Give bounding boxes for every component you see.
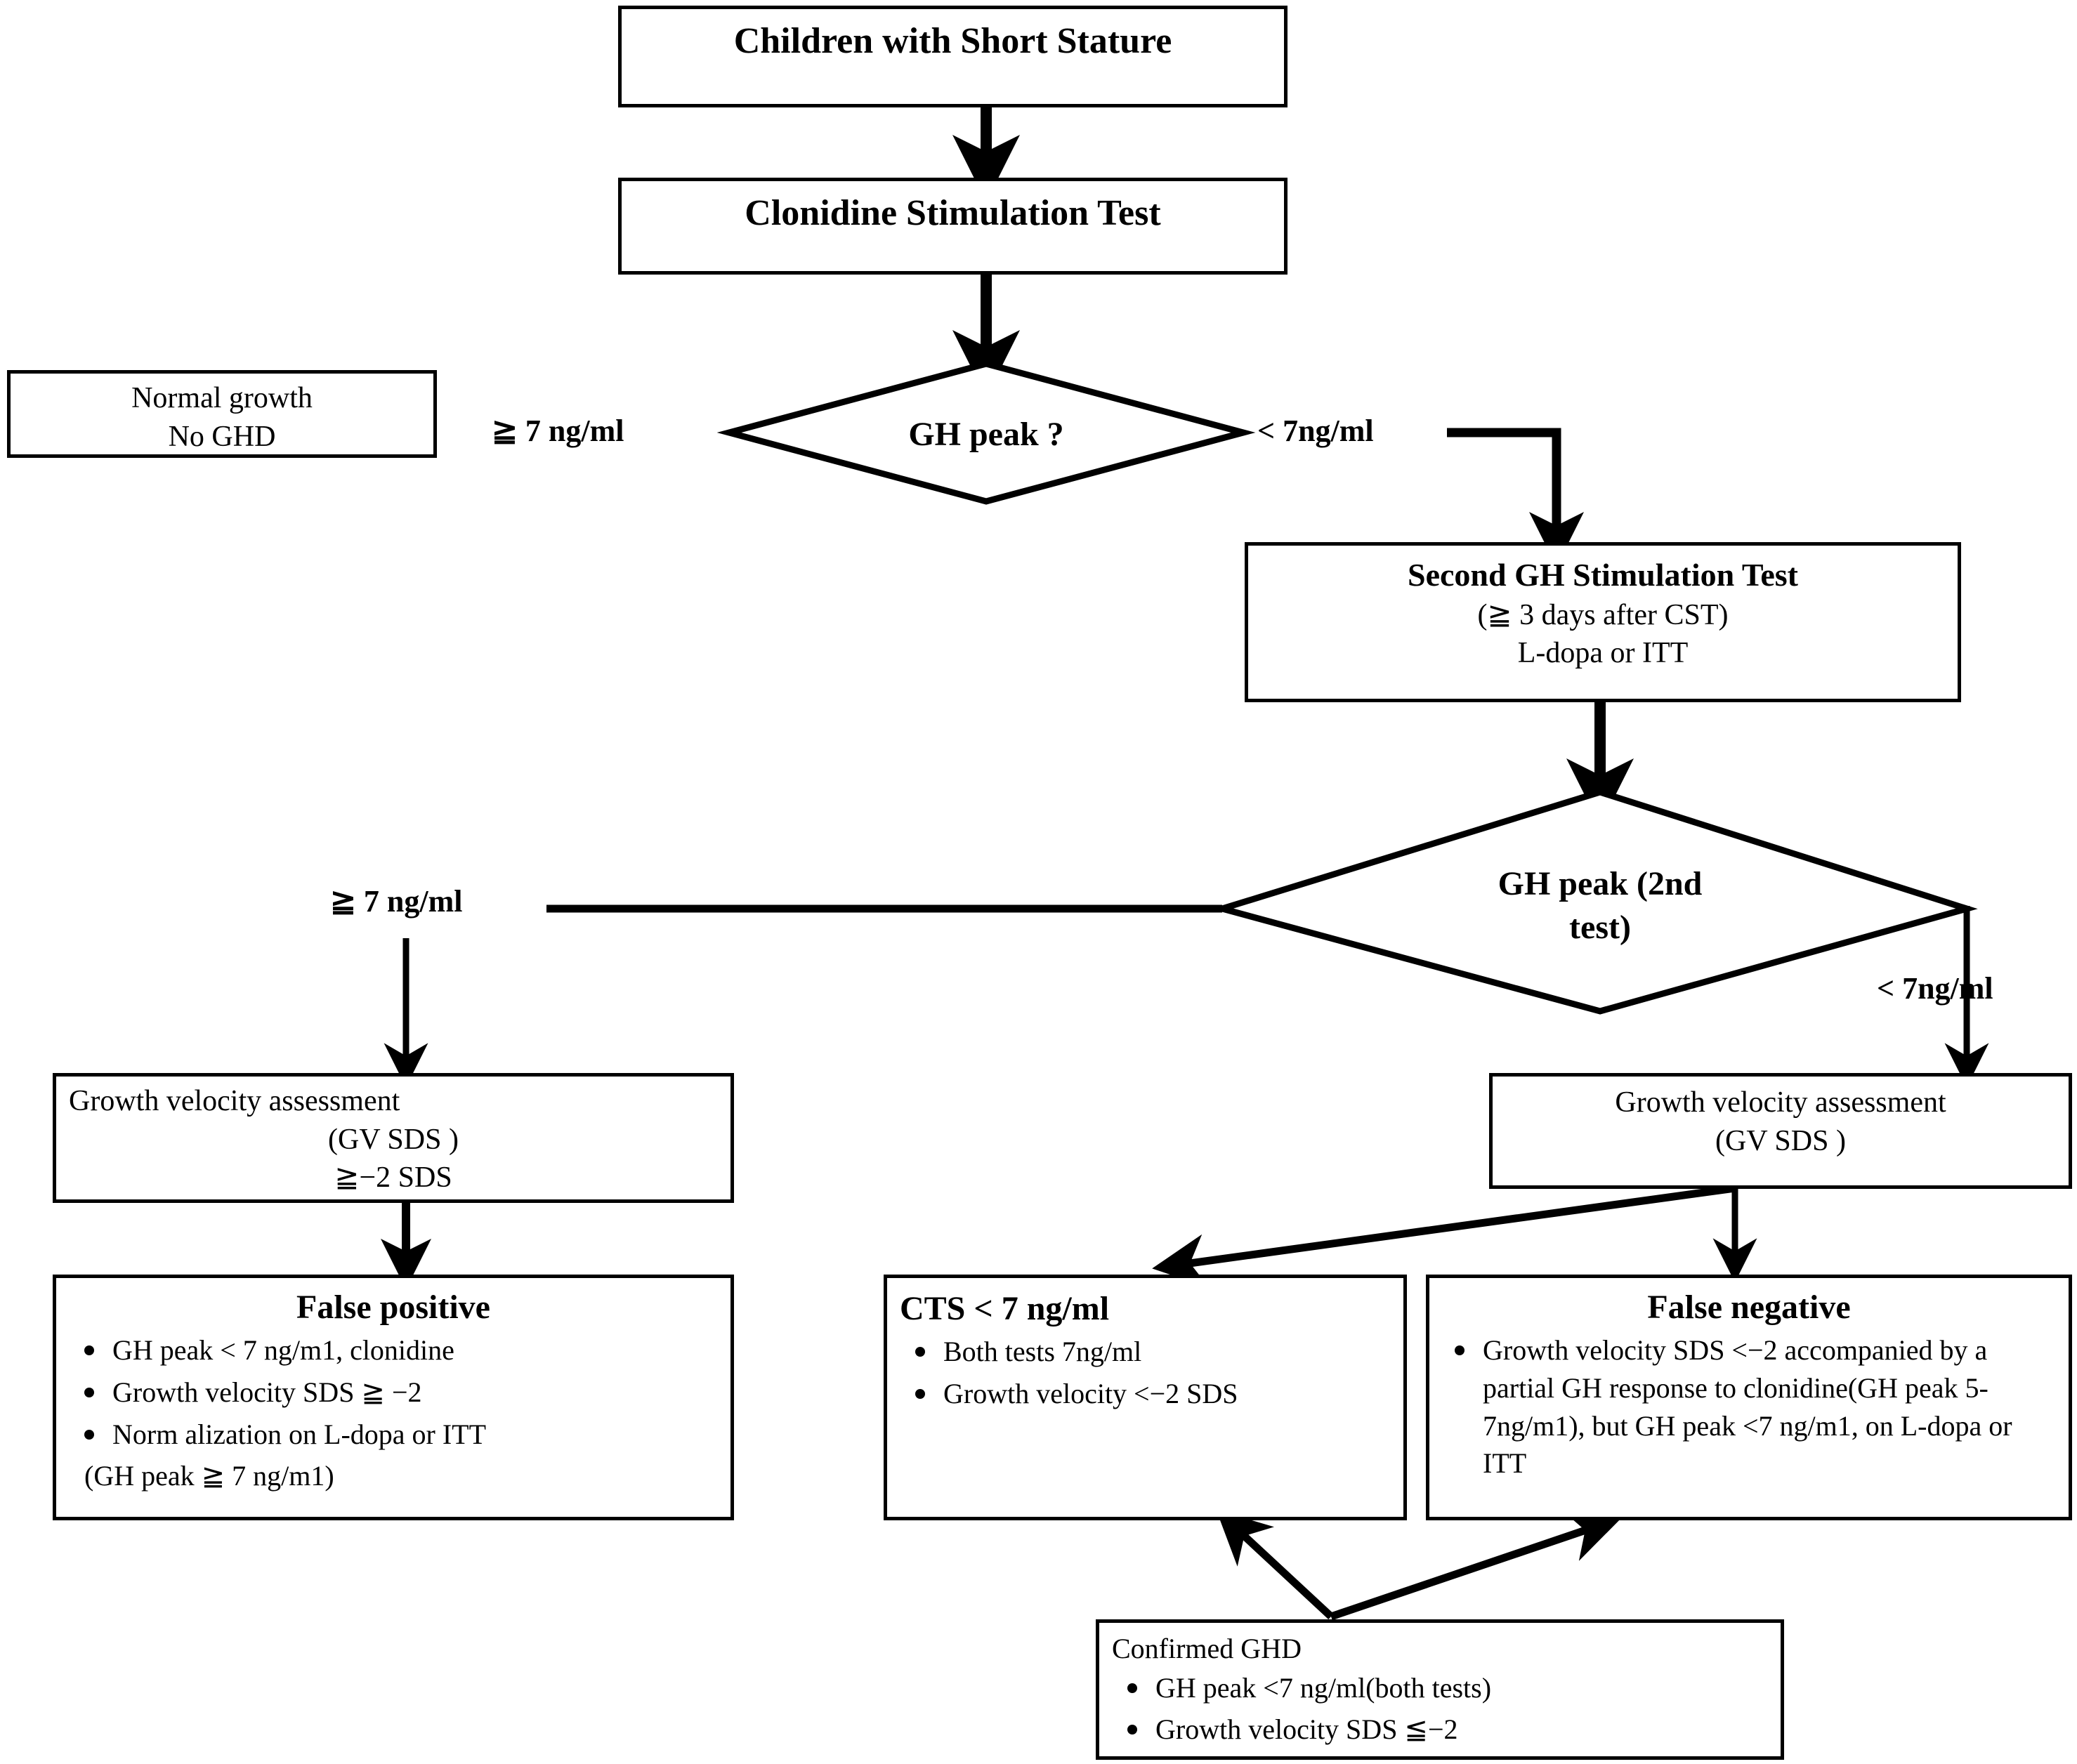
gv-right-line1: Growth velocity assessment bbox=[1615, 1086, 1946, 1119]
normal-growth-line1: Normal growth bbox=[131, 382, 313, 414]
gh-peak-2nd-line1: GH peak (2nd bbox=[1498, 865, 1703, 902]
edge-label-ghpeak-ge: ≧ 7 ng/ml bbox=[492, 414, 624, 448]
false-positive-extra-line: (GH peak ≧ 7 ng/m1) bbox=[84, 1460, 334, 1492]
node-cts[interactable]: CTS < 7 ng/ml Both tests 7ng/ml Growth v… bbox=[884, 1275, 1407, 1520]
node-normal-growth[interactable]: Normal growth No GHD bbox=[7, 370, 437, 458]
node-clonidine-test[interactable]: Clonidine Stimulation Test bbox=[618, 178, 1288, 275]
gh-peak-decision-label: GH peak ? bbox=[908, 416, 1064, 453]
node-false-negative[interactable]: False negative Growth velocity SDS <−2 a… bbox=[1426, 1275, 2072, 1520]
false-positive-bullets: GH peak < 7 ng/m1, clonidine Growth velo… bbox=[69, 1331, 718, 1453]
second-test-line1: Second GH Stimulation Test bbox=[1408, 557, 1798, 593]
false-negative-title: False negative bbox=[1647, 1289, 1851, 1326]
clonidine-test-label: Clonidine Stimulation Test bbox=[745, 193, 1161, 233]
arrow-gvright-to-cts bbox=[1152, 1184, 1736, 1289]
confirmed-ghd-title: Confirmed GHD bbox=[1112, 1633, 1302, 1664]
gv-left-line3: ≧−2 SDS bbox=[334, 1161, 452, 1194]
gh-peak-2nd-decision-label: GH peak (2nd test) bbox=[1460, 862, 1741, 950]
false-positive-title: False positive bbox=[296, 1289, 490, 1326]
list-item: GH peak < 7 ng/m1, clonidine bbox=[84, 1331, 718, 1369]
edge-label-ghpeak2-ge: ≧ 7 ng/ml bbox=[330, 884, 463, 919]
node-gv-assessment-right[interactable]: Growth velocity assessment (GV SDS ) bbox=[1489, 1073, 2072, 1189]
confirmed-ghd-bullets: GH peak <7 ng/ml(both tests) Growth velo… bbox=[1112, 1669, 1768, 1749]
cts-bullets: Both tests 7ng/ml Growth velocity <−2 SD… bbox=[900, 1333, 1391, 1412]
node-children-short-stature[interactable]: Children with Short Stature bbox=[618, 6, 1288, 107]
node-second-gh-test[interactable]: Second GH Stimulation Test (≧ 3 days aft… bbox=[1245, 542, 1961, 702]
second-test-line2: (≧ 3 days after CST) bbox=[1477, 598, 1729, 631]
list-item: Norm alization on L-dopa or ITT bbox=[84, 1416, 718, 1454]
edge-label-ghpeak-lt: < 7ng/ml bbox=[1257, 414, 1374, 448]
list-item: Growth velocity SDS <−2 accompanied by a… bbox=[1455, 1331, 2056, 1482]
gh-peak-2nd-line2: test) bbox=[1569, 909, 1631, 947]
normal-growth-line2: No GHD bbox=[168, 420, 276, 453]
children-short-stature-label: Children with Short Stature bbox=[733, 21, 1172, 61]
gv-left-line2: (GV SDS ) bbox=[328, 1123, 459, 1156]
gv-left-line1: Growth velocity assessment bbox=[69, 1085, 400, 1117]
list-item: Both tests 7ng/ml bbox=[915, 1333, 1391, 1371]
arrow-ghpeak-lt-to-secondtest bbox=[1447, 428, 1584, 567]
node-gv-assessment-left[interactable]: Growth velocity assessment (GV SDS ) ≧−2… bbox=[53, 1073, 734, 1203]
list-item: Growth velocity SDS ≦−2 bbox=[1127, 1711, 1768, 1749]
edge-label-ghpeak2-lt: < 7ng/ml bbox=[1877, 971, 1993, 1006]
node-confirmed-ghd[interactable]: Confirmed GHD GH peak <7 ng/ml(both test… bbox=[1096, 1619, 1784, 1760]
arrow-confirmed-to-falsenegative bbox=[1330, 1509, 1622, 1621]
second-test-line3: L-dopa or ITT bbox=[1517, 637, 1689, 670]
list-item: Growth velocity SDS ≧ −2 bbox=[84, 1374, 718, 1411]
arrow-confirmed-to-cts bbox=[1216, 1510, 1334, 1620]
gv-right-line2: (GV SDS ) bbox=[1715, 1124, 1846, 1157]
list-item: Growth velocity <−2 SDS bbox=[915, 1375, 1391, 1413]
cts-title: CTS < 7 ng/ml bbox=[900, 1290, 1110, 1327]
node-false-positive[interactable]: False positive GH peak < 7 ng/m1, clonid… bbox=[53, 1275, 734, 1520]
false-negative-bullets: Growth velocity SDS <−2 accompanied by a… bbox=[1442, 1331, 2056, 1482]
list-item: GH peak <7 ng/ml(both tests) bbox=[1127, 1669, 1768, 1707]
